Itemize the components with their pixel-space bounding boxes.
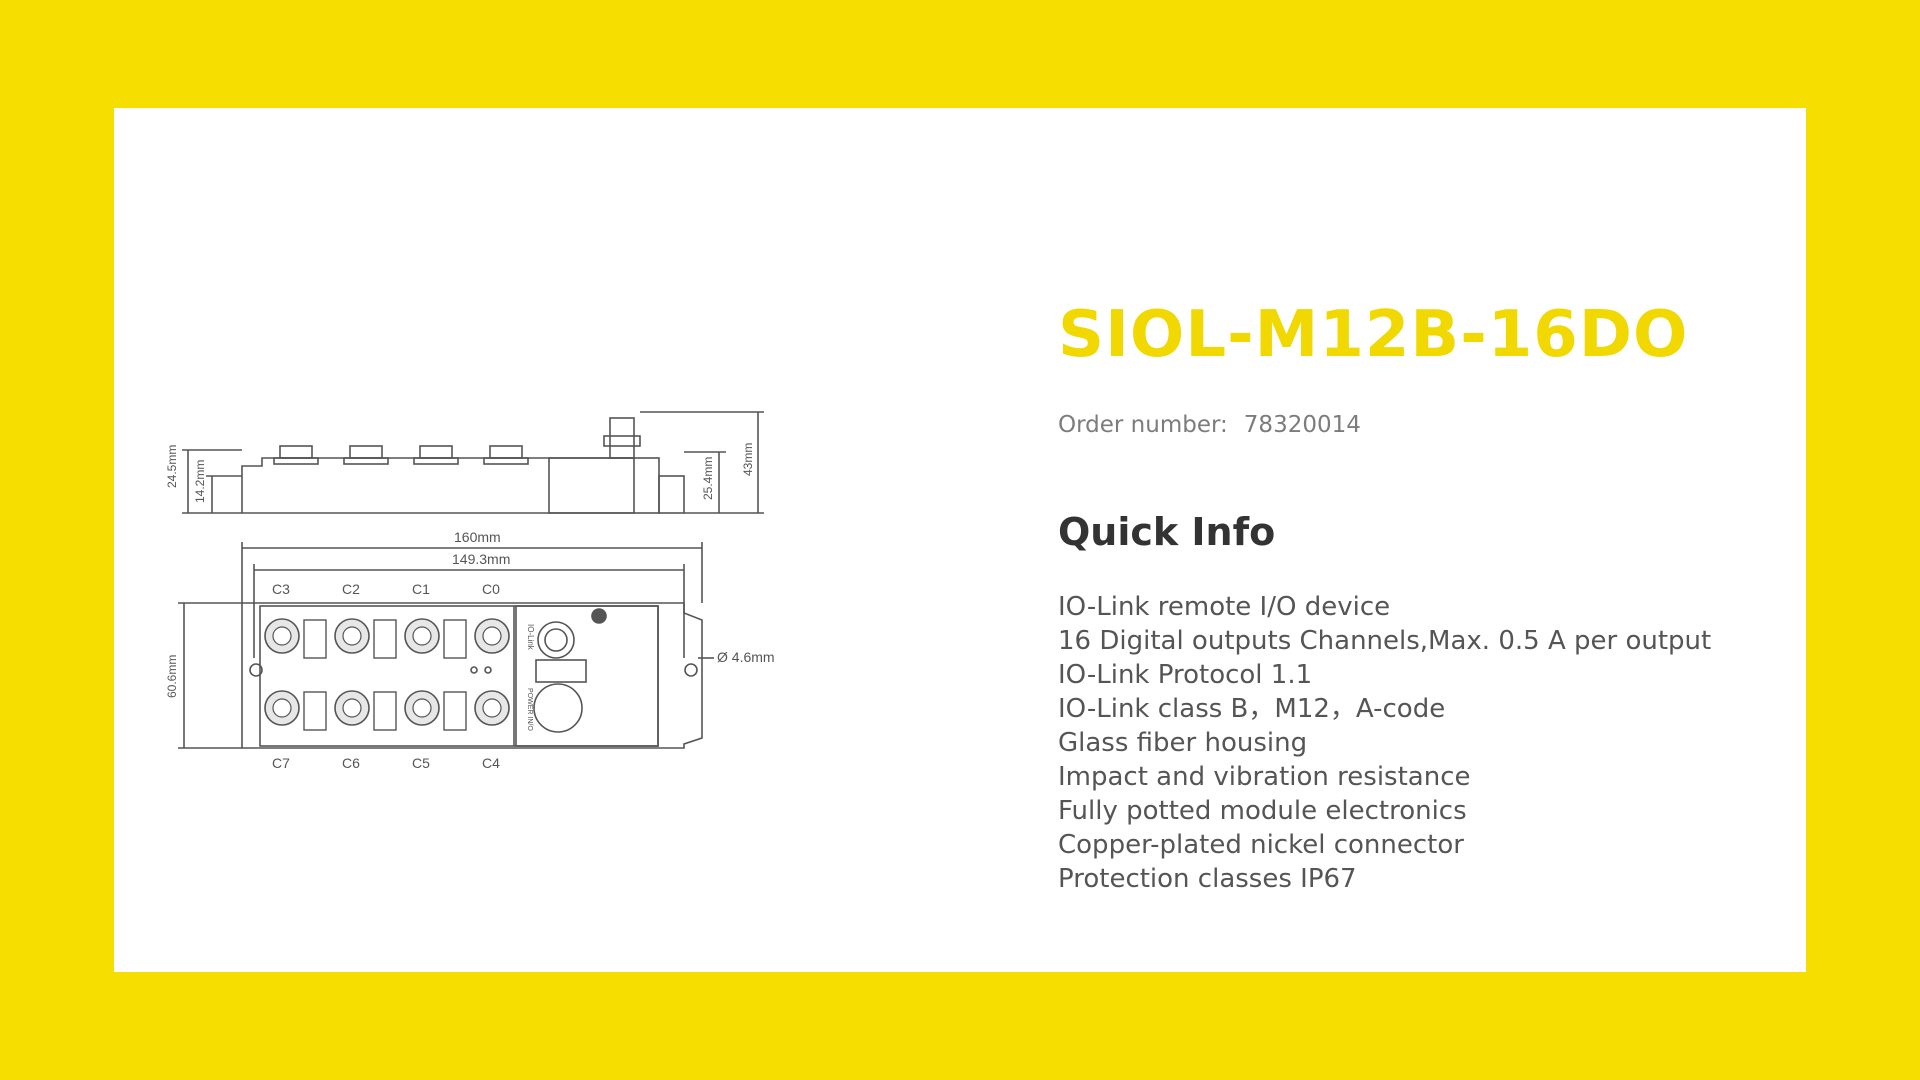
- order-number-value: 78320014: [1243, 412, 1361, 438]
- quick-info-item: Protection classes IP67: [1058, 864, 1357, 894]
- dim-width: 60.6mm: [165, 655, 179, 698]
- port-label-c5: C5: [412, 755, 430, 771]
- module-label-io-link: IO-Link: [526, 624, 535, 651]
- dim-side-h3: 25.4mm: [701, 457, 715, 500]
- io-link-panel: [515, 605, 659, 747]
- port-label-c6: C6: [342, 755, 360, 771]
- mounting-hole-right: [684, 663, 698, 677]
- port-label-c0: C0: [482, 581, 500, 597]
- dim-side-h2: 14.2mm: [193, 460, 207, 503]
- side-view-connector-block: [548, 457, 660, 514]
- quick-info-item: IO-Link Protocol 1.1: [1058, 660, 1313, 690]
- quick-info-item: 16 Digital outputs Channels,Max. 0.5 A p…: [1058, 626, 1712, 656]
- port-label-c2: C2: [342, 581, 360, 597]
- module-label-power: POWER IN/O: [526, 688, 533, 731]
- port-label-c7: C7: [272, 755, 290, 771]
- quick-info-item: IO-Link class B，M12，A-code: [1058, 694, 1446, 724]
- side-view-m12-nut: [603, 435, 641, 447]
- side-view-ports: [273, 445, 529, 465]
- side-view-body: [241, 457, 635, 514]
- quick-info-item: Copper-plated nickel connector: [1058, 830, 1464, 860]
- order-number-row: Order number: 78320014: [1058, 412, 1361, 438]
- quick-info-item: Impact and vibration resistance: [1058, 762, 1471, 792]
- side-view-m12-plug: [609, 417, 635, 459]
- quick-info-item: Fully potted module electronics: [1058, 796, 1467, 826]
- io-link-connector: [537, 621, 575, 659]
- technical-drawing: 24.5mm 14.2mm 25.4mm 43mm 160mm 149.3mm …: [154, 358, 934, 938]
- port-label-c4: C4: [482, 755, 500, 771]
- dim-side-h1: 24.5mm: [165, 445, 179, 488]
- quick-info-heading: Quick Info: [1058, 510, 1276, 554]
- dim-side-h4: 43mm: [741, 443, 755, 476]
- power-led: [533, 683, 583, 733]
- top-view-plate: [259, 605, 659, 747]
- product-card: 24.5mm 14.2mm 25.4mm 43mm 160mm 149.3mm …: [114, 108, 1806, 972]
- dimension-drawing-svg: 24.5mm 14.2mm 25.4mm 43mm 160mm 149.3mm …: [165, 411, 775, 771]
- quick-info-item: IO-Link remote I/O device: [1058, 592, 1391, 622]
- product-title: SIOL-M12B-16DO: [1058, 298, 1689, 372]
- port-label-c1: C1: [412, 581, 430, 597]
- dim-hole-spacing: 149.3mm: [452, 551, 510, 567]
- dim-total-length: 160mm: [454, 529, 501, 545]
- mounting-hole-left: [249, 663, 263, 677]
- top-view-body: [241, 602, 703, 749]
- quick-info-list: IO-Link remote I/O device 16 Digital out…: [1058, 590, 1711, 896]
- quick-info-item: Glass fiber housing: [1058, 728, 1308, 758]
- dim-hole-dia: Ø 4.6mm: [717, 649, 775, 665]
- port-label-c3: C3: [272, 581, 290, 597]
- order-number-label: Order number:: [1058, 412, 1228, 438]
- side-view-foot: [658, 475, 685, 514]
